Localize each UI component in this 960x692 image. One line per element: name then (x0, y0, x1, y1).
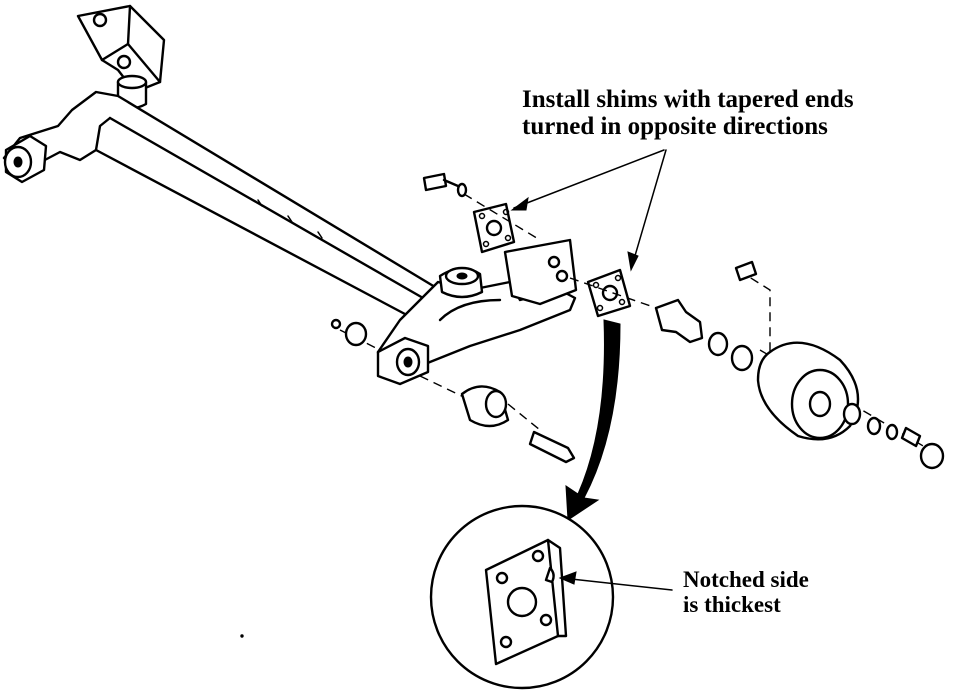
notched-side-callout: Notched side is thickest (683, 567, 809, 617)
detail-arrow (565, 319, 621, 521)
pivot-bushing (330, 318, 576, 464)
shock-mount-bracket (76, 4, 166, 110)
trailing-arm (376, 238, 578, 386)
hub-assembly (654, 260, 945, 470)
upper-shim (422, 172, 516, 254)
axle-beam (2, 90, 472, 332)
shim-installation-callout: Install shims with tapered ends turned i… (522, 86, 854, 140)
callout-arrows (510, 149, 667, 272)
lower-shim (586, 268, 632, 318)
detail-view (429, 504, 673, 690)
